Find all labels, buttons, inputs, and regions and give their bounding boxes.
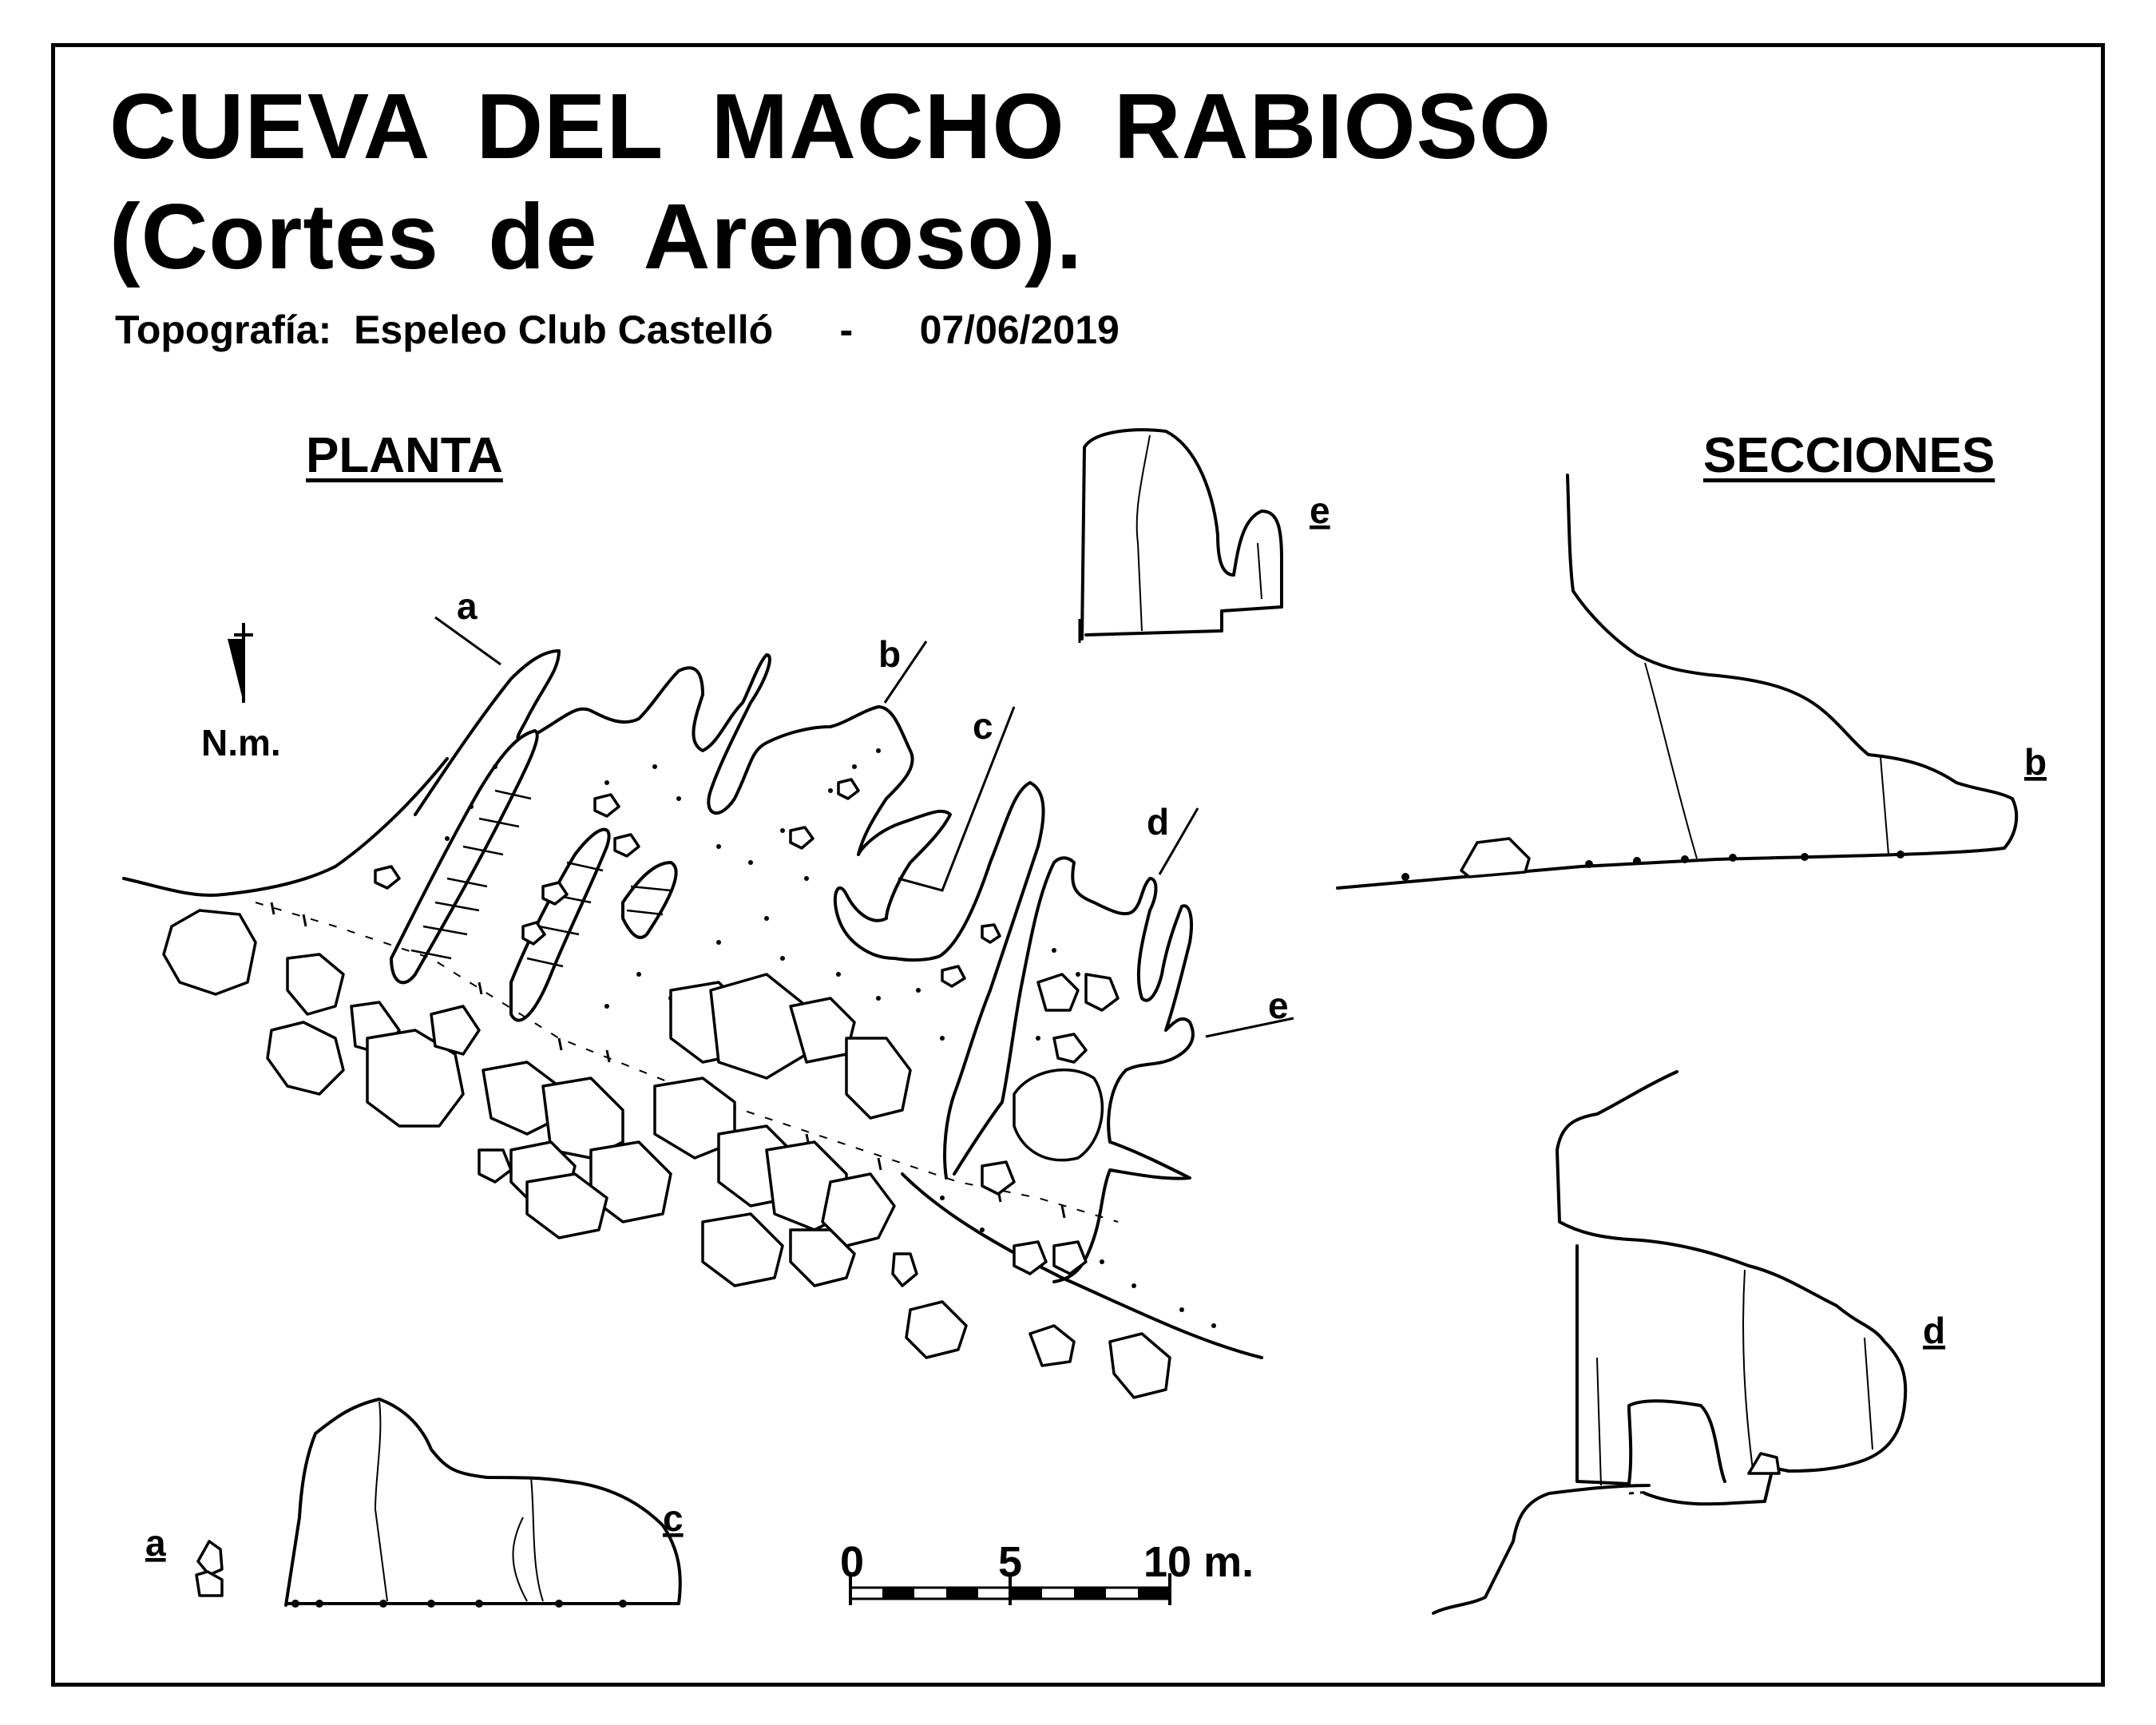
plan-section-lines <box>434 616 1294 1038</box>
plan-heading: PLANTA <box>306 428 503 483</box>
section-line-c <box>898 706 1016 892</box>
scale-label-5: 5 <box>998 1538 1022 1586</box>
plan-label-b: b <box>878 633 901 675</box>
credit-author: Espeleo Club Castelló <box>354 307 774 352</box>
section-c <box>284 1398 682 1608</box>
section-line-b <box>883 640 928 704</box>
plan-label-c: c <box>973 705 993 747</box>
credit-date: 07/06/2019 <box>919 307 1120 352</box>
survey-credit: Topografía: Espeleo Club Castelló - 07/0… <box>115 310 1120 350</box>
plan-outer-lower-wall <box>901 1172 1263 1359</box>
plan-label-e: e <box>1268 985 1289 1026</box>
section-a <box>195 1540 224 1597</box>
section-b <box>1336 474 2019 890</box>
plan-cave-outline <box>414 649 1045 1180</box>
scale-label-10: 10 m. <box>1143 1538 1254 1586</box>
map-frame <box>51 43 2105 1687</box>
plan-label-d: d <box>1147 801 1169 843</box>
section-label-a: a <box>145 1522 166 1564</box>
section-line-e <box>1205 1017 1294 1038</box>
section-d <box>1432 1070 1908 1615</box>
section-line-a <box>434 616 501 666</box>
north-arrow-icon <box>228 623 253 703</box>
north-label: N.m. <box>201 722 281 763</box>
scale-label-0: 0 <box>840 1538 864 1586</box>
section-e <box>1078 428 1283 643</box>
plan-view: a b c d e <box>122 585 1294 1399</box>
scale-bar <box>849 1573 1171 1605</box>
plan-right-chamber <box>953 856 1195 1283</box>
plan-boulders <box>162 909 1171 1399</box>
section-label-c: c <box>663 1497 684 1539</box>
credit-separator: - <box>839 307 854 352</box>
cave-location: (Cortes de Arenoso). <box>109 184 1083 288</box>
section-line-d <box>1158 807 1199 875</box>
section-label-d: d <box>1923 1310 1945 1351</box>
plan-label-a: a <box>457 585 478 627</box>
plan-dripline <box>122 757 449 897</box>
sections-heading: SECCIONES <box>1703 428 1995 483</box>
section-label-b: b <box>2024 741 2047 783</box>
plan-pebbles <box>374 778 1001 988</box>
plan-hatched-deposits <box>390 729 678 1022</box>
cave-title: CUEVA DEL MACHO RABIOSO <box>109 74 1552 178</box>
section-label-e: e <box>1310 490 1330 531</box>
credit-label: Topografía: <box>115 307 332 352</box>
